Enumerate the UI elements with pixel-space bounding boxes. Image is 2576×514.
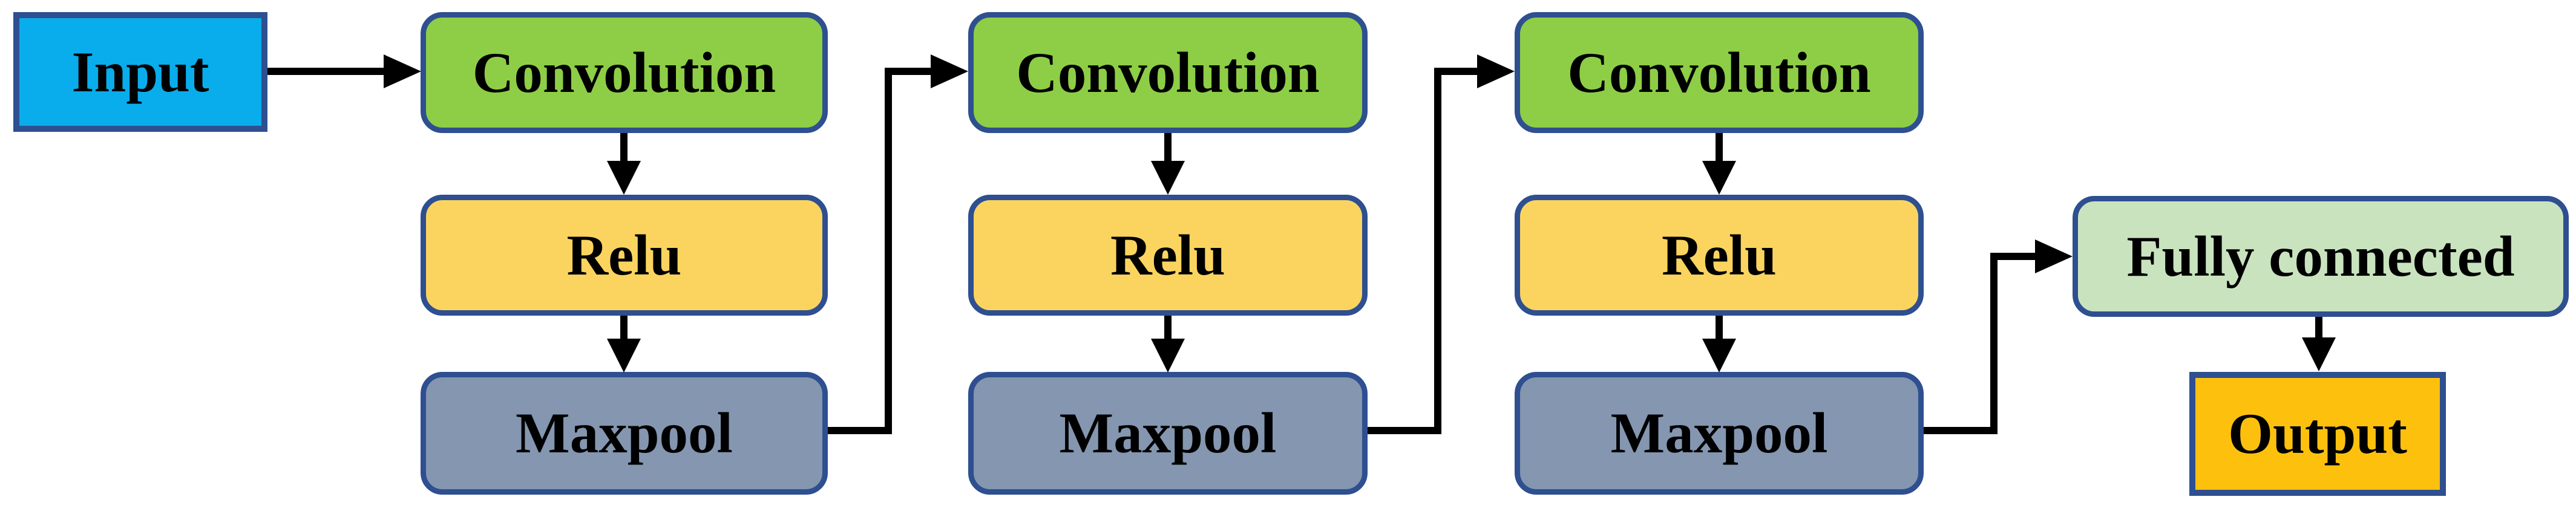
connector-maxpool3-to-fc-top-line [1990,253,2036,260]
arrow-fc-to-output-head-icon [2302,337,2336,371]
connector-maxpool3-to-fc-vertical-line [1990,253,1998,434]
connector-maxpool2-to-conv3-bottom-line [1368,427,1441,434]
node-relu-3: Relu [1515,195,1924,316]
connector-maxpool1-to-conv2-bottom-line [828,427,892,434]
arrow-conv3-to-relu3-line [1716,133,1723,163]
node-relu-2: Relu [968,195,1368,316]
node-maxpool-2: Maxpool [968,372,1368,495]
arrow-conv2-to-relu2-line [1164,133,1172,163]
arrow-conv1-to-relu1-head-icon [607,161,641,195]
arrow-input-to-conv1-head-icon [384,54,421,88]
arrow-input-to-conv1-line [267,68,386,75]
node-fully-connected: Fully connected [2073,196,2569,317]
arrow-fc-to-output-line [2315,317,2322,341]
connector-maxpool2-to-conv3-top-line [1434,68,1480,75]
arrow-conv3-to-relu3-head-icon [1702,161,1736,195]
arrow-conv1-to-relu1-line [620,133,628,163]
node-input: Input [13,12,267,132]
node-convolution-1: Convolution [421,12,828,133]
connector-maxpool1-to-conv2-head-icon [931,54,968,88]
arrow-relu1-to-maxpool1-head-icon [607,339,641,372]
arrow-relu1-to-maxpool1-line [620,316,628,342]
arrow-conv2-to-relu2-head-icon [1151,161,1185,195]
arrow-relu3-to-maxpool3-line [1716,316,1723,342]
connector-maxpool3-to-fc-bottom-line [1924,427,1998,434]
connector-maxpool1-to-conv2-top-line [885,68,932,75]
node-relu-1: Relu [421,195,828,316]
arrow-relu2-to-maxpool2-line [1164,316,1172,342]
arrow-relu3-to-maxpool3-head-icon [1702,339,1736,372]
connector-maxpool2-to-conv3-head-icon [1477,54,1515,88]
node-maxpool-1: Maxpool [421,372,828,495]
connector-maxpool2-to-conv3-vertical-line [1434,68,1441,434]
node-maxpool-3: Maxpool [1515,372,1924,495]
connector-maxpool3-to-fc-head-icon [2035,239,2073,273]
arrow-relu2-to-maxpool2-head-icon [1151,339,1185,372]
node-convolution-3: Convolution [1515,12,1924,133]
node-output: Output [2189,372,2446,496]
connector-maxpool1-to-conv2-vertical-line [885,68,892,434]
node-convolution-2: Convolution [968,12,1368,133]
